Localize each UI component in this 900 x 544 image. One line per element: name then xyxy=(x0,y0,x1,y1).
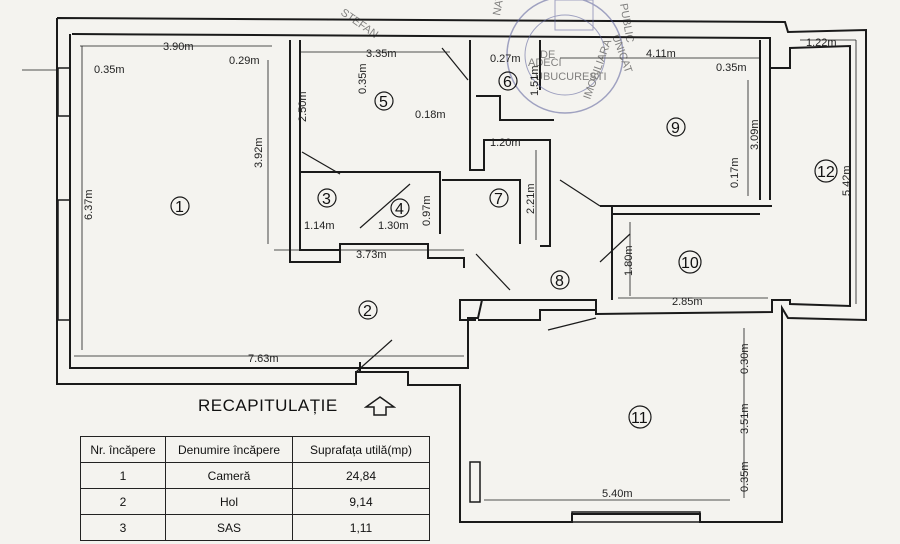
dim-label: 0.18m xyxy=(415,109,446,121)
windows xyxy=(57,67,701,523)
dim-label: 2.50m xyxy=(297,91,309,122)
room-label: 10 xyxy=(681,255,699,272)
dim-label: 4.11m xyxy=(646,48,676,60)
stamp-text-4: DE xyxy=(540,49,555,61)
cell-room-name: SAS xyxy=(165,514,293,541)
dim-label: 0.35m xyxy=(357,63,369,94)
dim-label: 0.30m xyxy=(739,343,751,374)
dim-label: 3.09m xyxy=(749,119,761,150)
dim-label: 0.97m xyxy=(421,195,433,226)
dim-label: 0.27m xyxy=(490,53,521,65)
cell-area: 9,14 xyxy=(292,488,430,515)
room-label: 4 xyxy=(395,201,404,218)
cell-room-no: 3 xyxy=(80,514,166,541)
stamp-text-6: ADECI xyxy=(528,57,562,69)
table-header-row: Nr. încăpere Denumire încăpere Suprafața… xyxy=(80,436,430,463)
cell-area: 24,84 xyxy=(292,462,430,489)
dim-label: 1.30m xyxy=(378,220,409,232)
room-label: 3 xyxy=(322,191,331,208)
dim-label: 5.42m xyxy=(841,165,853,196)
dim-label: 0.35m xyxy=(94,64,125,76)
dim-label: 1.80m xyxy=(623,245,635,276)
dim-label: 2.85m xyxy=(672,296,703,308)
room-label: 8 xyxy=(555,273,564,290)
exterior-walls xyxy=(56,17,867,523)
dim-label: 2.21m xyxy=(525,183,537,214)
table-row: 2 Hol 9,14 xyxy=(80,488,430,515)
room-label: 9 xyxy=(671,120,680,137)
room-label: 2 xyxy=(363,303,372,320)
cell-area: 1,11 xyxy=(292,514,430,541)
table-row: 1 Cameră 24,84 xyxy=(80,462,430,489)
dim-label: 0.29m xyxy=(229,55,260,67)
room-label: 1 xyxy=(175,199,184,216)
table-row: 3 SAS 1,11 xyxy=(80,514,430,541)
dim-label: 3.51m xyxy=(739,403,751,434)
recap-title: RECAPITULAȚIE xyxy=(198,396,338,415)
room-label: 5 xyxy=(379,94,388,111)
recap-table: Nr. încăpere Denumire încăpere Suprafața… xyxy=(80,436,430,541)
col-header-room-no: Nr. încăpere xyxy=(80,436,166,463)
interior-walls xyxy=(289,40,772,372)
up-arrow-icon xyxy=(364,396,396,416)
dim-label: 3.92m xyxy=(253,137,265,168)
room-label: 7 xyxy=(494,191,503,208)
room-label: 11 xyxy=(631,410,648,427)
dim-label: 0.35m xyxy=(716,62,747,74)
dim-label: 3.73m xyxy=(356,249,387,261)
cell-room-name: Hol xyxy=(165,488,293,515)
dim-label: 3.90m xyxy=(163,41,194,53)
cell-room-no: 1 xyxy=(80,462,166,489)
dim-label: 1.51m xyxy=(529,65,541,96)
dim-label: 1.20m xyxy=(490,137,521,149)
dim-label: 1.22m xyxy=(806,37,837,49)
col-header-area: Suprafața utilă(mp) xyxy=(292,436,430,463)
dim-label: 0.35m xyxy=(739,461,751,492)
col-header-room-name: Denumire încăpere xyxy=(165,436,293,463)
dim-label: 1.14m xyxy=(304,220,335,232)
stamp-text-7: UBUCURESTI xyxy=(535,71,607,83)
dim-label: 5.40m xyxy=(602,488,633,500)
room-numbers xyxy=(170,71,838,429)
room-label: 6 xyxy=(503,74,512,91)
dim-label: 7.63m xyxy=(248,353,279,365)
room-label: 12 xyxy=(817,164,835,181)
dimension-lines xyxy=(22,39,857,501)
cell-room-name: Cameră xyxy=(165,462,293,489)
room-number-labels: 1 2 3 4 5 6 7 8 9 10 11 12 xyxy=(175,74,835,427)
stamp-text-1: NATIONAL xyxy=(491,0,512,17)
dim-label: 3.35m xyxy=(366,48,397,60)
dim-label: 6.37m xyxy=(83,189,95,220)
cell-room-no: 2 xyxy=(80,488,166,515)
dim-label: 0.17m xyxy=(729,157,741,188)
dimension-labels: 3.90m 0.35m 0.29m 3.35m 0.35m 2.50m 3.92… xyxy=(83,37,853,500)
